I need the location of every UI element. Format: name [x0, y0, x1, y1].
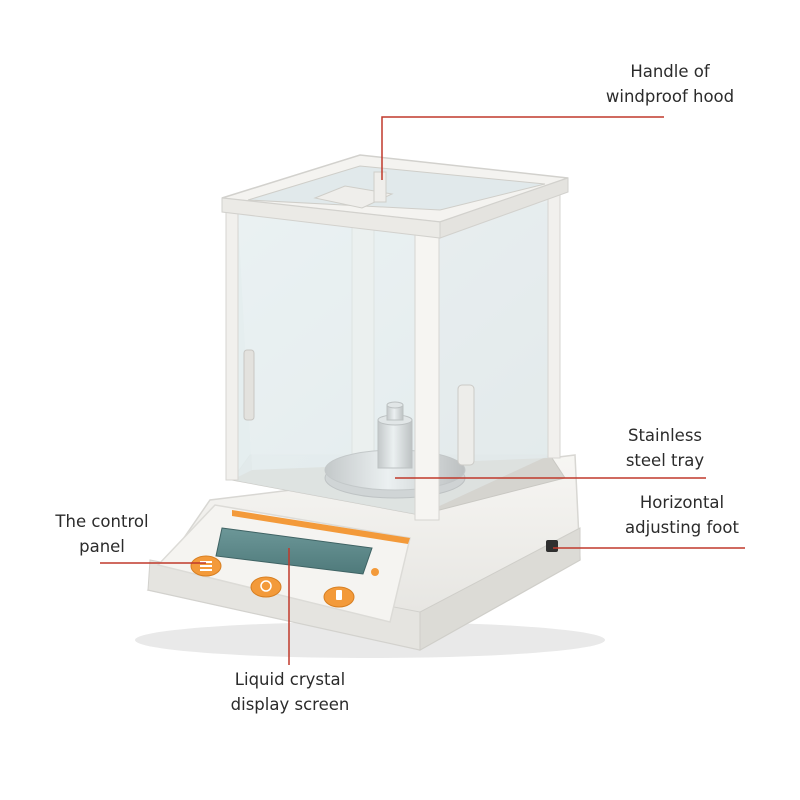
- side-handle-right: [457, 384, 475, 466]
- menu-icon: [200, 561, 212, 563]
- label-foot-line2: adjusting foot: [625, 518, 739, 537]
- label-handle-line1: Handle of: [630, 62, 710, 81]
- label-stainless-tray: Stainless steel tray: [610, 423, 720, 473]
- label-control-panel: The control panel: [44, 509, 160, 559]
- label-control-line1: The control: [55, 512, 149, 531]
- label-tray-line1: Stainless: [627, 426, 703, 445]
- orange-accent-strip: [232, 510, 410, 544]
- label-adjusting-foot: Horizontal adjusting foot: [614, 490, 750, 540]
- label-handle-line2: windproof hood: [605, 87, 735, 106]
- side-handle-left: [243, 349, 255, 421]
- label-lcd-line1: Liquid crystal: [234, 670, 346, 689]
- label-windproof-hood-handle: Handle of windproof hood: [590, 59, 750, 109]
- lcd-screen: [215, 527, 373, 575]
- glass-front-right: [420, 200, 560, 515]
- button-tare[interactable]: [250, 576, 282, 598]
- tare-icon: [260, 580, 272, 592]
- label-lcd-line2: display screen: [230, 695, 350, 714]
- adjusting-foot: [546, 540, 558, 552]
- post-front: [414, 219, 440, 521]
- label-foot-line1: Horizontal: [639, 493, 725, 512]
- leader-lines: [100, 116, 745, 665]
- label-control-line2: panel: [79, 537, 125, 556]
- glass-front-left: [230, 210, 420, 515]
- windproof-hood-handle[interactable]: [313, 171, 394, 209]
- hood-top-frame: [221, 154, 569, 239]
- button-power[interactable]: [323, 586, 355, 608]
- post-right: [547, 189, 561, 459]
- base-shadow: [135, 622, 605, 658]
- post-left: [225, 204, 239, 481]
- label-tray-line2: steel tray: [625, 451, 705, 470]
- power-icon: [336, 590, 342, 600]
- button-menu[interactable]: [190, 555, 222, 577]
- label-lcd-screen: Liquid crystal display screen: [210, 667, 370, 717]
- balance-base: [146, 454, 581, 651]
- indicator-light: [371, 568, 379, 576]
- leader-line-handle: [381, 116, 664, 180]
